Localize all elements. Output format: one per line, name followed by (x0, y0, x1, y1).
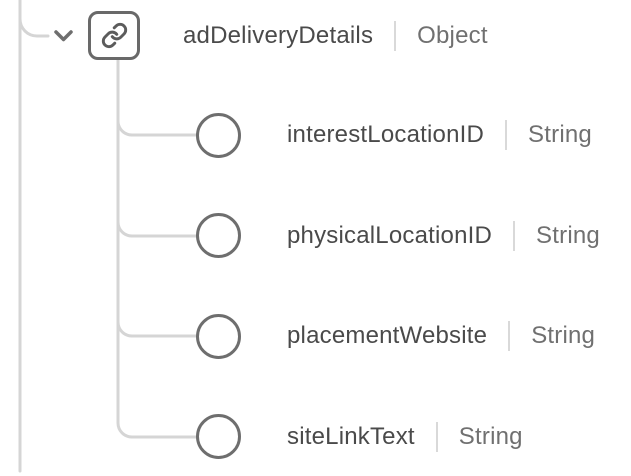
branch-line (116, 220, 198, 238)
field-row-siteLinkText[interactable]: siteLinkText String (287, 422, 523, 452)
branch-line (116, 320, 198, 338)
circle-node-icon (196, 213, 241, 258)
field-type: String (458, 423, 523, 450)
link-icon (88, 11, 140, 60)
field-type: String (531, 322, 596, 349)
name-type-divider (505, 120, 508, 150)
name-type-divider (435, 422, 438, 452)
name-type-divider (394, 21, 397, 51)
field-row-placementWebsite[interactable]: placementWebsite String (287, 321, 595, 351)
field-row-interestLocationID[interactable]: interestLocationID String (287, 120, 592, 150)
branch-line (116, 119, 198, 137)
field-name: physicalLocationID (287, 222, 493, 249)
chevron-down-icon[interactable] (52, 28, 75, 44)
field-name: placementWebsite (287, 322, 488, 349)
name-type-divider (508, 321, 511, 351)
field-name: adDeliveryDetails (183, 22, 374, 49)
field-row-adDeliveryDetails[interactable]: adDeliveryDetails Object (183, 21, 488, 51)
field-name: siteLinkText (287, 423, 415, 450)
root-branch-line (18, 17, 50, 38)
field-row-physicalLocationID[interactable]: physicalLocationID String (287, 221, 600, 251)
field-name: interestLocationID (287, 121, 485, 148)
field-type: Object (417, 22, 488, 49)
field-type: String (536, 222, 600, 249)
circle-node-icon (196, 113, 241, 158)
trunk-line (116, 58, 198, 439)
circle-node-icon (196, 414, 241, 459)
field-type: String (528, 121, 592, 148)
name-type-divider (513, 221, 516, 251)
circle-node-icon (196, 314, 241, 359)
